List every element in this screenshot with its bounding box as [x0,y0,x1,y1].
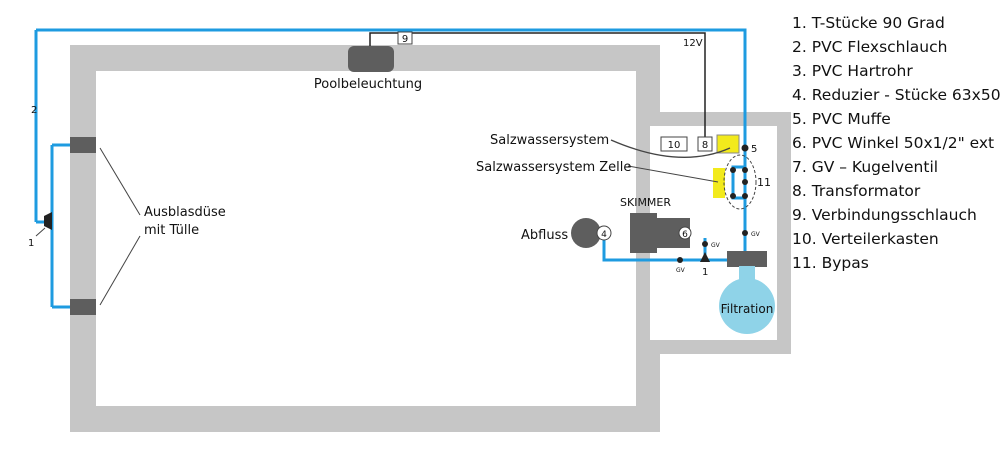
legend-item-1: 1. T-Stücke 90 Grad [792,14,945,32]
salt-system-box [716,134,740,154]
gate-valve-skimmer-icon [702,241,708,247]
legend-item-8: 8. Transformator [792,182,921,200]
salt-cell [713,168,725,198]
drain-label: Abfluss [521,228,568,243]
drain-icon [571,218,601,248]
bypass-valve-3 [742,179,748,185]
tee-left-icon [44,212,52,230]
jets-label-line1: Ausblasdüse [144,205,226,220]
equipment-room-right [777,112,791,354]
gate-valve-filter-icon [742,230,748,236]
tee-left-marker: 1 [28,238,34,249]
filter-tank [719,278,775,334]
jet-pointer-upper [99,147,141,216]
distribution-box [660,136,688,152]
equipment-room: 10 8 Salzwassersystem Salzwassersystem Z… [476,133,775,334]
connection-hose-marker: 9 [402,34,408,45]
salt-cell-pointer [627,165,719,183]
reducer-circle [596,225,612,241]
flex-hose-left [34,30,72,309]
pool-light-label: Poolbeleuchtung [314,77,422,92]
bypass-marker: 11 [757,176,771,189]
filter-label: Filtration [721,302,774,316]
pump-neck [739,266,755,282]
elbow-marker: 6 [682,230,688,240]
hose-marker: 2 [31,105,37,116]
reducer-marker: 4 [601,230,607,240]
pump-block [727,251,767,267]
gate-valve-drain-label: GV [676,267,686,274]
tee-bottom-marker: 1 [702,267,708,278]
elbow-circle [678,226,692,240]
jet-upper [70,137,96,153]
gate-valve-skimmer-label: GV [711,242,721,249]
legend-item-3: 3. PVC Hartrohr [792,62,913,80]
salt-system-label: Salzwassersystem [490,133,609,148]
sleeve-icon [741,144,749,152]
pool-wall-left [70,45,96,432]
bypass-outline [723,154,757,210]
bypass-valve-1 [730,167,736,173]
sleeve-marker: 5 [751,144,757,155]
tee-bottom-icon [700,252,710,262]
pool-wall-right-upper [636,45,660,115]
legend-item-10: 10. Verteilerkasten [792,230,939,248]
tee-left-pointer [35,227,46,237]
bypass-pipe [731,165,745,200]
skimmer-label: SKIMMER [620,196,671,209]
transformer-marker: 8 [702,140,708,151]
legend-item-6: 6. PVC Winkel 50x1/2" ext [792,134,995,152]
transformer-box [697,136,713,152]
gate-valve-filter-label: GV [751,231,761,238]
equipment-room-bottom [636,340,791,354]
pool-wall-right-lower [636,345,660,432]
salt-cell-label: Salzwassersystem Zelle [476,160,631,175]
legend-item-11: 11. Bypas [792,254,869,272]
connection-hose-box [397,31,413,45]
gate-valve-drain-icon [677,257,683,263]
legend-item-7: 7. GV – Kugelventil [792,158,939,176]
legend-item-2: 2. PVC Flexschlauch [792,38,948,56]
jets: Ausblasdüse mit Tülle 1 2 [28,105,226,315]
equipment-room-top [636,112,791,126]
bypass-valve-2 [730,193,736,199]
pool-light-icon [348,46,394,72]
legend-item-4: 4. Reduzier - Stücke 63x50 [792,86,1000,104]
salt-system-wire [610,139,731,158]
distribution-box-marker: 10 [668,140,681,151]
pool-wall-bottom [70,406,660,432]
bypass-valve-5 [742,193,748,199]
bypass-valve-4 [742,167,748,173]
pool-walls [70,45,791,432]
legend-item-5: 5. PVC Muffe [792,110,891,128]
skimmer-body [630,213,657,253]
wire-12v [369,32,706,140]
legend-item-9: 9. Verbindungsschlauch [792,206,977,224]
jet-pointer-lower [99,235,141,306]
jet-lower [70,299,96,315]
legend: 1. T-Stücke 90 Grad 2. PVC Flexschlauch … [792,11,1000,275]
jets-label-line2: mit Tülle [144,223,199,238]
pool-light-group: Poolbeleuchtung 9 12V [314,31,706,140]
voltage-label: 12V [683,38,703,49]
